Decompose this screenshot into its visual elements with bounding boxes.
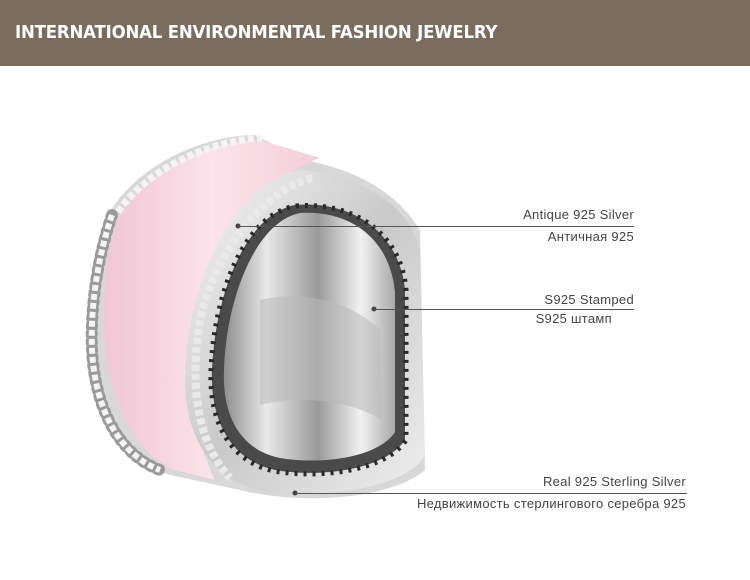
callout-line-1	[238, 226, 634, 227]
callout-line-3	[295, 493, 687, 494]
callout-2-label-en: S925 Stamped	[544, 292, 634, 307]
enamel-band	[103, 140, 320, 480]
callout-3-label-ru: Недвижимость стерлингового серебра 925	[416, 496, 686, 511]
banner-title: INTERNATIONAL ENVIRONMENTAL FASHION JEWE…	[15, 22, 498, 43]
callout-line-2	[374, 309, 634, 310]
callout-3-label-en: Real 925 Sterling Silver	[542, 474, 686, 489]
callout-1-label-en: Antique 925 Silver	[523, 207, 634, 222]
header-banner: INTERNATIONAL ENVIRONMENTAL FASHION JEWE…	[0, 0, 750, 66]
callout-1-label-ru: Античная 925	[547, 229, 634, 244]
callout-2-label-ru: S925 штамп	[535, 311, 612, 326]
